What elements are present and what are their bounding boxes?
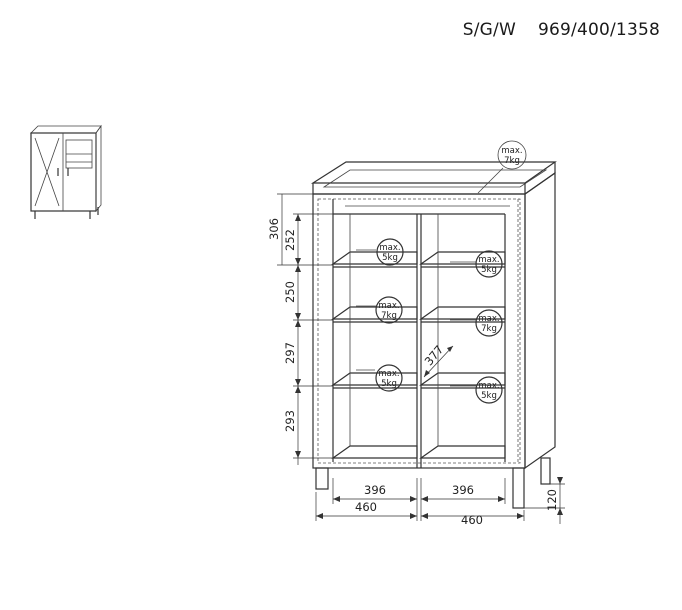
svg-text:max.: max.	[478, 314, 499, 324]
dim-leg-height: 120	[545, 489, 559, 511]
width-dimensions: 396 396 460 460	[315, 478, 525, 527]
load-badge-shelf-2-left: max. 7kg	[356, 296, 403, 324]
svg-text:5kg: 5kg	[481, 265, 497, 275]
leg-height-dimension: 120	[524, 477, 565, 524]
load-badge-shelf-1-left: max. 5kg	[356, 238, 404, 266]
cabinet-main	[310, 161, 557, 509]
load-badge-shelf-2-right: max. 7kg	[450, 309, 503, 337]
dim-inner-width-right: 396	[452, 483, 474, 497]
dim-outer-width-right: 460	[461, 513, 483, 527]
header-dimensions: S/G/W 969/400/1358	[463, 20, 660, 40]
dim-overall-top: 306	[267, 218, 281, 240]
svg-text:5kg: 5kg	[381, 379, 397, 389]
svg-text:max.: max.	[379, 243, 400, 253]
svg-text:7kg: 7kg	[504, 156, 520, 166]
svg-text:max.: max.	[478, 255, 499, 265]
depth-dimension: 377	[422, 343, 454, 378]
svg-text:7kg: 7kg	[381, 311, 397, 321]
dim-outer-width-left: 460	[355, 500, 377, 514]
load-badge-shelf-1-right: max. 5kg	[450, 250, 503, 278]
svg-text:5kg: 5kg	[481, 391, 497, 401]
svg-text:max.: max.	[378, 301, 399, 311]
svg-text:7kg: 7kg	[481, 324, 497, 334]
svg-text:max.: max.	[378, 369, 399, 379]
svg-text:5kg: 5kg	[382, 253, 398, 263]
svg-text:max.: max.	[478, 381, 499, 391]
dim-top-shelf-gap: 252	[283, 229, 297, 251]
svg-text:max.: max.	[501, 146, 522, 156]
dimension-values: 969/400/1358	[537, 20, 660, 40]
load-badge-shelf-3-left: max. 5kg	[356, 364, 403, 392]
load-badge-top: max. 7kg	[477, 140, 527, 194]
load-badge-shelf-3-right: max. 5kg	[450, 376, 503, 404]
height-dimensions: 306 252 250 297 293	[267, 193, 333, 465]
dim-depth: 377	[422, 343, 447, 369]
dim-shelf-gap-2: 250	[283, 281, 297, 303]
dim-inner-width-left: 396	[364, 483, 386, 497]
dimension-axis-label: S/G/W	[462, 20, 516, 40]
cabinet-thumbnail	[30, 124, 102, 219]
dim-bottom-gap: 293	[283, 410, 297, 432]
dim-shelf-gap-3: 297	[283, 342, 297, 364]
